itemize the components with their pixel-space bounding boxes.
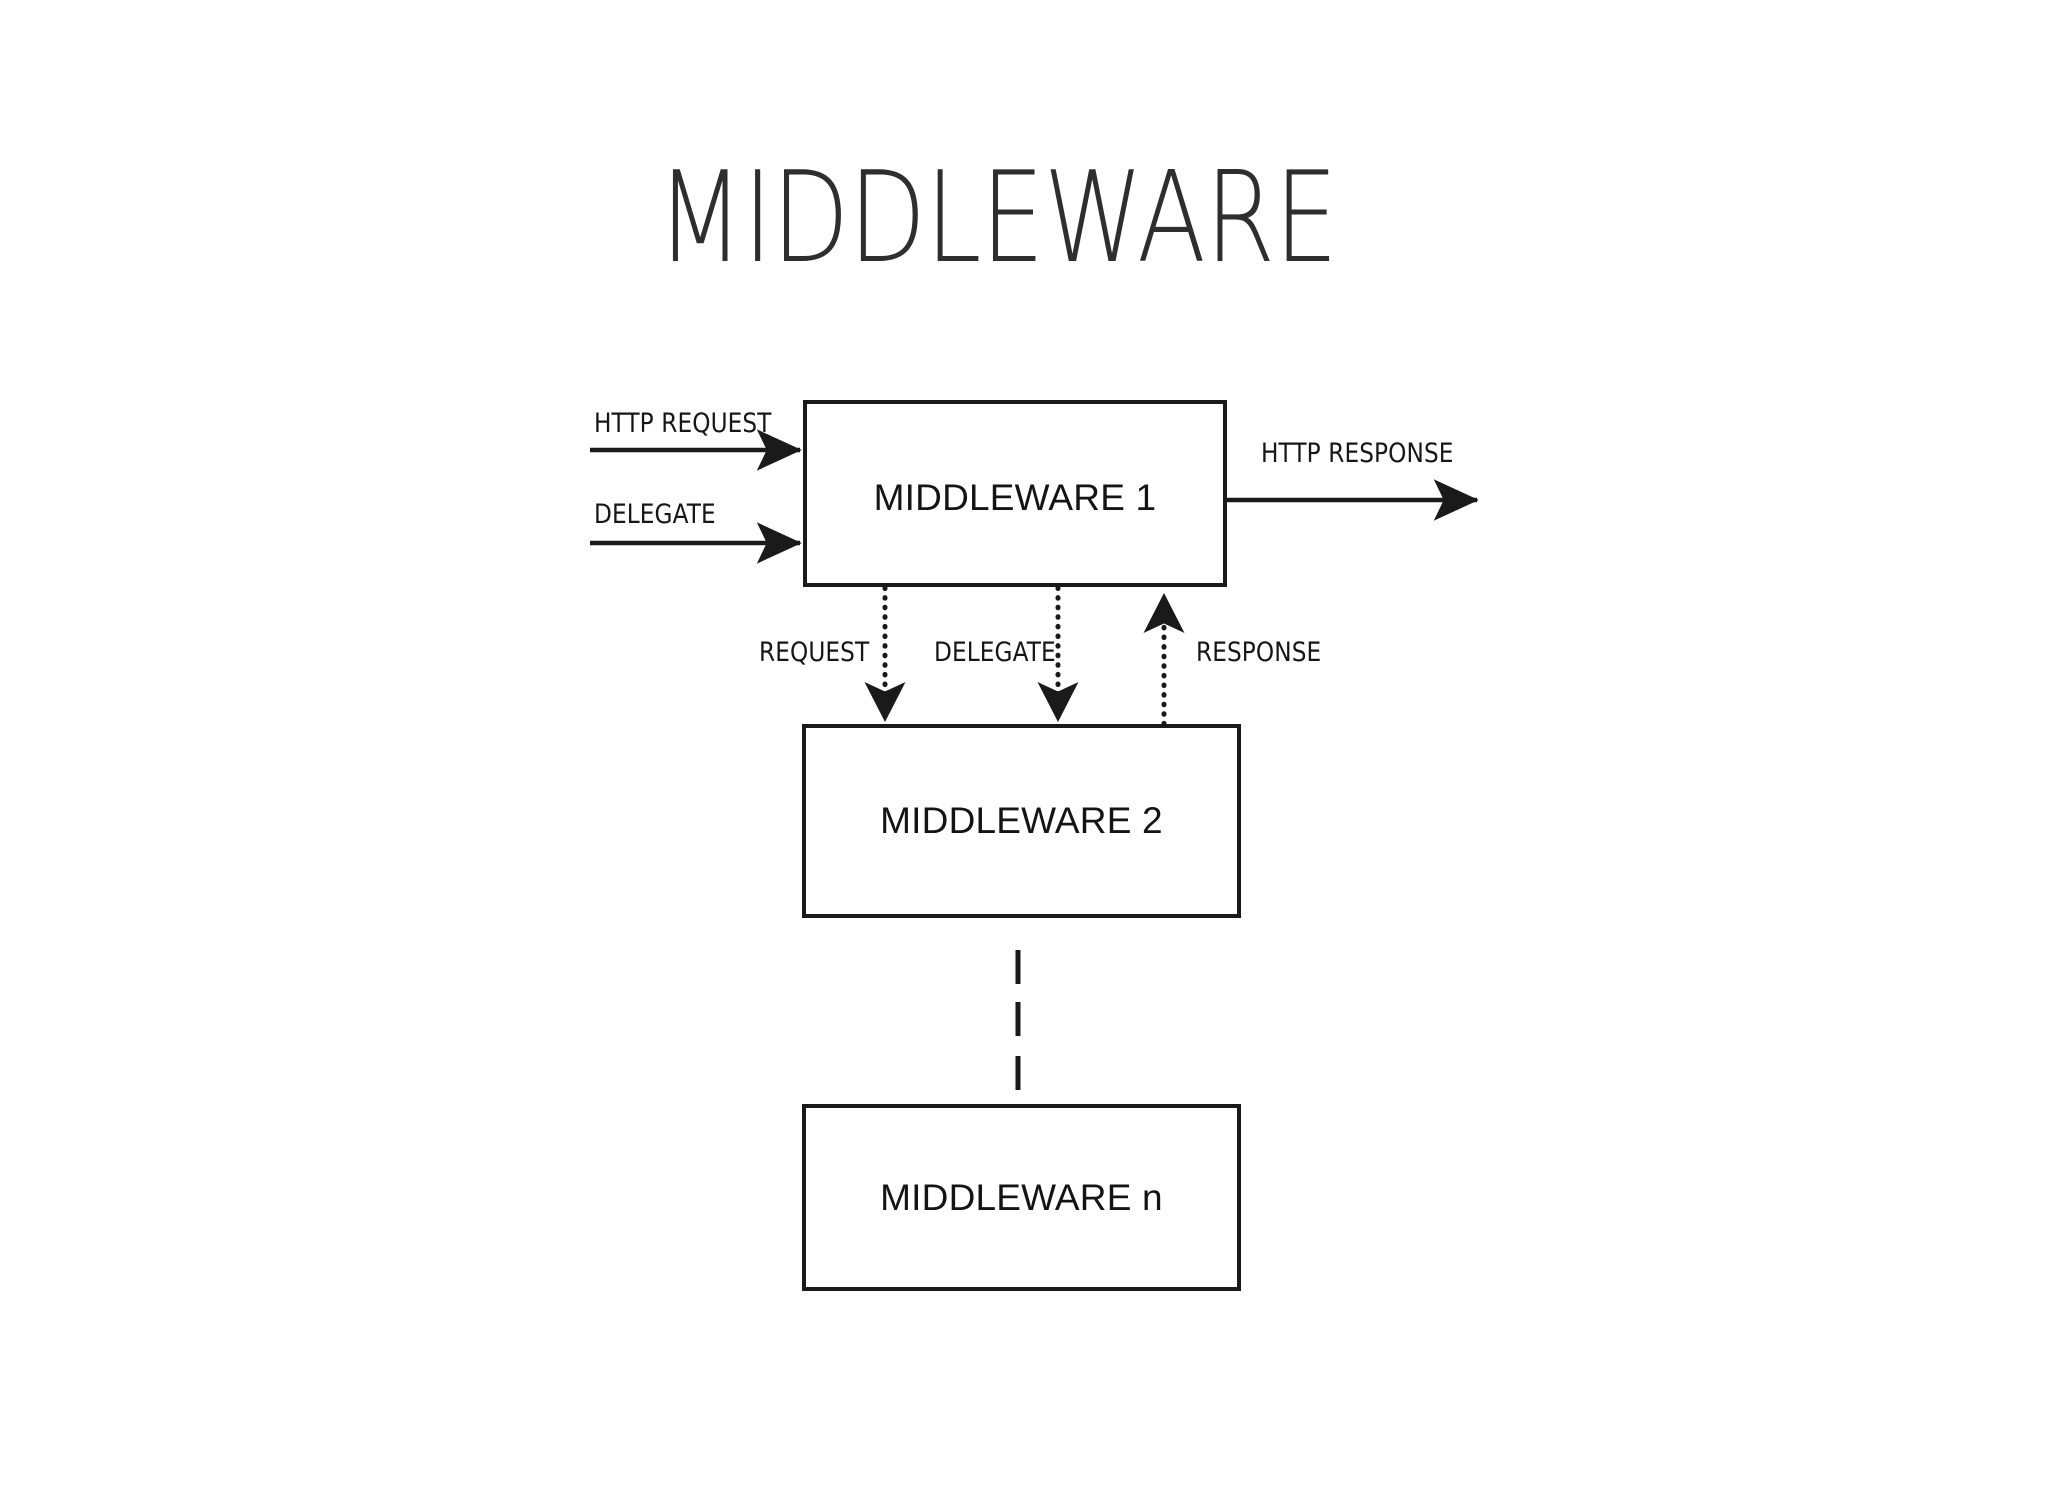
edge-label-http-response: HTTP RESPONSE xyxy=(1261,438,1454,469)
node-middleware-n[interactable]: MIDDLEWARE n xyxy=(802,1104,1241,1291)
node-label-middleware-2: MIDDLEWARE 2 xyxy=(880,800,1163,841)
node-label-middleware-1: MIDDLEWARE 1 xyxy=(873,476,1157,518)
edge-label-request: REQUEST xyxy=(759,637,870,668)
edge-label-delegate-in: DELEGATE xyxy=(594,499,716,530)
edge-label-http-request: HTTP REQUEST xyxy=(594,408,772,439)
edge-label-delegate: DELEGATE xyxy=(934,637,1056,668)
node-middleware-2[interactable]: MIDDLEWARE 2 xyxy=(802,724,1241,918)
page-title: MIDDLEWARE xyxy=(656,144,1338,291)
node-middleware-1[interactable]: MIDDLEWARE 1 xyxy=(803,400,1227,587)
node-label-middleware-n: MIDDLEWARE n xyxy=(880,1176,1163,1218)
edge-label-response: RESPONSE xyxy=(1196,637,1322,668)
